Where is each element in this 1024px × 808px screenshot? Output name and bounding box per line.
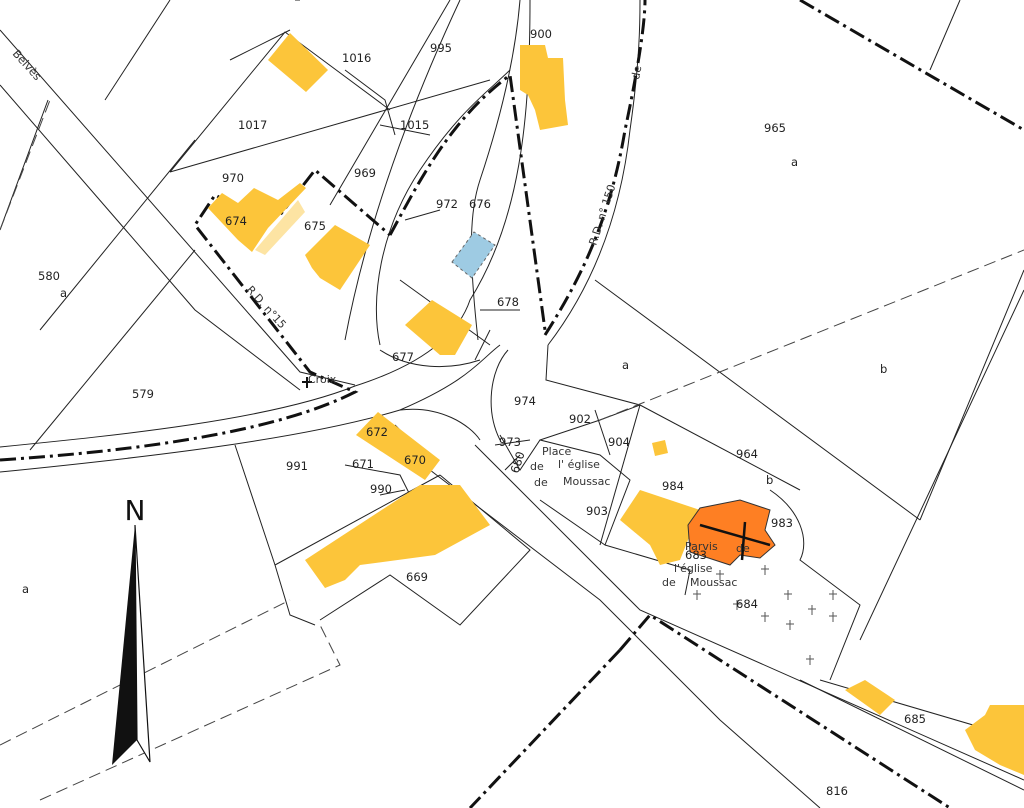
building — [268, 33, 328, 92]
parcel-label: a — [22, 582, 29, 596]
road-lower — [429, 444, 1024, 808]
parcel-label: 671 — [352, 457, 374, 471]
road-label-de: de — [629, 64, 644, 80]
parcel-label: 1017 — [238, 118, 267, 132]
parcel-label: 904 — [608, 435, 630, 449]
place-label-croix: Croix — [308, 373, 337, 386]
parcel-label: 900 — [530, 27, 552, 41]
place-label: Place — [542, 445, 571, 458]
north-arrow: N — [112, 494, 151, 765]
parcel-label: 970 — [222, 171, 244, 185]
road-label-rd15: R.D. n°15 — [244, 283, 289, 331]
parcel-label: 984 — [662, 479, 684, 493]
parvis-label: Parvis — [685, 540, 718, 553]
parcel-label: a — [791, 155, 798, 169]
parcel-label: 683 — [685, 548, 707, 562]
building — [520, 45, 568, 130]
parcel-label: 675 — [304, 219, 326, 233]
croix-cross-icon — [302, 377, 312, 388]
parcel-label: 677 — [392, 350, 414, 364]
building — [305, 485, 490, 588]
buildings — [208, 33, 1024, 775]
parcel-label: a — [60, 286, 67, 300]
building — [356, 412, 440, 480]
building — [845, 680, 895, 715]
parcel-label: 902 — [569, 412, 591, 426]
parcel-label: b — [766, 473, 773, 487]
place-label: Moussac — [563, 475, 610, 488]
parcel-label: 973 — [499, 435, 521, 449]
parcel-label: 991 — [286, 459, 308, 473]
place-label: de — [534, 476, 548, 489]
building — [620, 490, 700, 565]
parcel-label: 669 — [406, 570, 428, 584]
building — [965, 705, 1024, 775]
building — [405, 300, 472, 355]
parcel-label: 684 — [736, 597, 758, 611]
road-rd15 — [0, 29, 356, 391]
road-label-belves: Belvès — [10, 47, 44, 83]
parcel-label: 680 — [508, 450, 528, 475]
parcel-labels: 1016 995 900 965 a 1017 1015 970 969 674… — [22, 27, 926, 798]
parcel-label: 969 — [354, 166, 376, 180]
parcel-label: 670 — [404, 453, 426, 467]
parcel-label: 972 — [436, 197, 458, 211]
parcel-label: 1016 — [342, 51, 371, 65]
parcel-label: 678 — [497, 295, 519, 309]
parcel-label: a — [622, 358, 629, 372]
main-curve-road — [0, 0, 531, 473]
parcel-label: 816 — [826, 784, 848, 798]
parcel-label: 674 — [225, 214, 247, 228]
parcel-label: 995 — [430, 41, 452, 55]
place-label: de — [530, 460, 544, 473]
parcel-label: 965 — [764, 121, 786, 135]
parcel-label: 579 — [132, 387, 154, 401]
parvis-label: de — [736, 542, 750, 555]
parcel-label: 676 — [469, 197, 491, 211]
building-annex — [255, 200, 305, 255]
pool — [451, 231, 496, 279]
dashed-lines — [0, 99, 1024, 801]
parvis-label: Moussac — [690, 576, 737, 589]
parcel-label: 1015 — [400, 118, 429, 132]
parcel-label: b — [880, 362, 887, 376]
building — [305, 225, 370, 290]
building — [208, 183, 306, 252]
parcel-label: 990 — [370, 482, 392, 496]
parcel-lines — [0, 0, 1024, 681]
place-label: l' église — [558, 458, 600, 471]
north-label: N — [125, 494, 146, 527]
parcel-label: 580 — [38, 269, 60, 283]
parvis-label: de — [662, 576, 676, 589]
church — [687, 499, 776, 566]
cemetery-crosses — [693, 565, 837, 665]
parcel-label: 964 — [736, 447, 758, 461]
parcel-label: 672 — [366, 425, 388, 439]
building — [652, 440, 668, 456]
parcel-label: 685 — [904, 712, 926, 726]
parcel-label: 903 — [586, 504, 608, 518]
parvis-label: l'église — [674, 562, 713, 575]
parcel-label: 983 — [771, 516, 793, 530]
parcel-label: 974 — [514, 394, 536, 408]
